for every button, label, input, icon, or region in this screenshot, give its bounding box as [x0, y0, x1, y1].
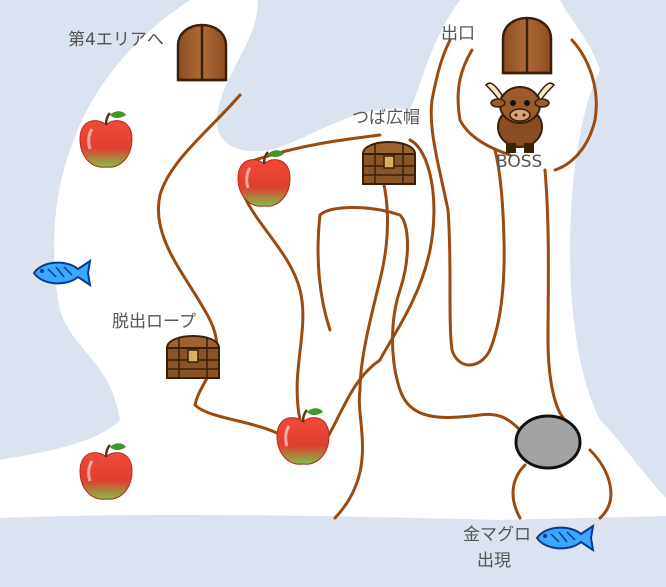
area4-label: 第4エリアへ	[68, 30, 164, 50]
rope-label: 脱出ロープ	[112, 312, 196, 332]
apple-icon	[78, 441, 134, 501]
boss-bull-icon	[484, 82, 556, 153]
water-left	[0, 0, 190, 460]
water-right	[560, 0, 666, 498]
hat-label: つば広帽	[352, 108, 420, 128]
water-top-middle	[216, 0, 460, 152]
apple-icon	[236, 148, 292, 208]
water-bottom	[0, 514, 666, 587]
treasure-chest-icon	[362, 141, 416, 185]
boss-label: BOSS	[496, 152, 543, 172]
exit-label: 出口	[441, 24, 475, 44]
golden-tuna-label-line2: 出現	[477, 551, 511, 571]
door-icon	[176, 22, 228, 82]
treasure-chest-icon	[166, 335, 220, 379]
apple-icon	[78, 109, 134, 169]
door-icon	[501, 15, 553, 75]
apple-icon	[275, 406, 331, 466]
rock-icon	[514, 414, 582, 470]
golden-tuna-label-line1: 金マグロ	[463, 525, 531, 545]
